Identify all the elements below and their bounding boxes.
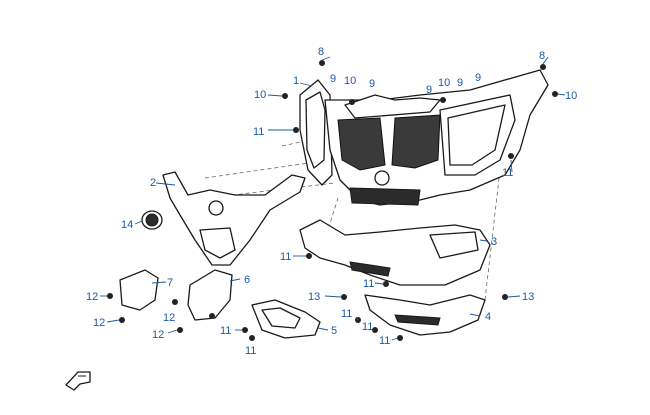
callout-12: 12 <box>163 312 175 324</box>
callout-13: 13 <box>522 291 534 303</box>
callout-11: 11 <box>502 167 513 179</box>
callout-2: 2 <box>150 177 156 189</box>
callout-10: 10 <box>565 90 577 102</box>
callout-11: 11 <box>362 321 373 333</box>
callout-5: 5 <box>331 325 337 337</box>
part-4-skid-bracket <box>364 294 486 336</box>
callout-7: 7 <box>167 277 173 289</box>
callout-3: 3 <box>491 236 497 248</box>
callout-10: 10 <box>344 75 356 87</box>
callout-8: 8 <box>318 46 324 58</box>
callout-11: 11 <box>253 126 264 138</box>
callout-12: 12 <box>86 291 98 303</box>
callout-11: 11 <box>220 325 231 337</box>
callout-8: 8 <box>539 50 545 62</box>
callout-9: 9 <box>369 78 375 90</box>
callout-labels: 8 8 1 9 10 9 9 10 9 9 10 10 11 11 2 14 3… <box>86 46 577 357</box>
callout-11: 11 <box>363 278 374 290</box>
part-5-side-guard <box>251 299 321 339</box>
front-fascia-assembly <box>324 69 549 206</box>
callout-9: 9 <box>330 73 336 85</box>
callout-11: 11 <box>280 251 291 263</box>
callout-4: 4 <box>485 311 491 323</box>
left-grille <box>337 117 386 171</box>
callout-11: 11 <box>341 308 352 320</box>
callout-9: 9 <box>457 77 463 89</box>
callout-10: 10 <box>438 77 450 89</box>
callout-6: 6 <box>244 274 250 286</box>
callout-12: 12 <box>152 329 164 341</box>
part-7-side-bracket <box>119 269 159 311</box>
part-2-grille-frame <box>162 171 306 266</box>
right-grille <box>391 114 441 169</box>
callout-10: 10 <box>254 89 266 101</box>
callout-1: 1 <box>293 75 299 87</box>
callout-9: 9 <box>475 72 481 84</box>
callout-11: 11 <box>245 345 256 357</box>
front-arrow-icon <box>65 371 91 391</box>
callout-9: 9 <box>426 84 432 96</box>
part-3-lower-bumper <box>299 219 491 286</box>
part-1-left-bezel <box>299 79 333 186</box>
callout-12: 12 <box>93 317 105 329</box>
part-14-emblem <box>141 210 163 230</box>
fasteners <box>107 60 558 341</box>
part-6-side-bracket <box>187 269 233 321</box>
callout-14: 14 <box>121 219 133 231</box>
callout-11: 11 <box>379 335 390 347</box>
callout-13: 13 <box>308 291 320 303</box>
leader-lines <box>100 56 566 341</box>
